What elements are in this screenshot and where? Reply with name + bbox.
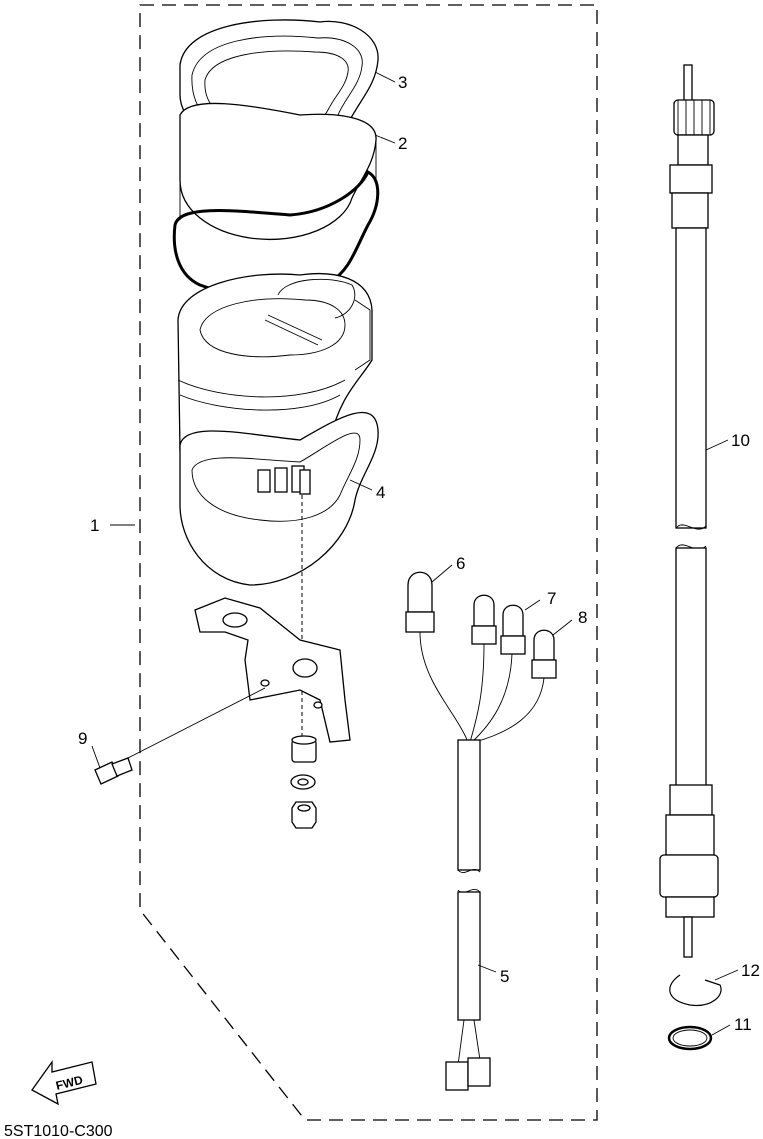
assembly-boundary: [139, 4, 598, 1121]
meter-case: [179, 411, 379, 586]
callout-2: 2: [398, 134, 407, 153]
wire-harness-sheath: [457, 739, 481, 1021]
bulb-7-right: [500, 604, 526, 655]
harness-connector: [445, 1019, 491, 1091]
meter-body: [177, 272, 373, 466]
callout-6: 6: [456, 554, 465, 573]
cable-o-ring-inner: [672, 1029, 708, 1047]
leader-lines: [91, 71, 739, 1036]
callout-5: 5: [500, 967, 509, 986]
callout-12: 12: [741, 961, 760, 980]
meter-lens: [179, 102, 377, 240]
callout-8: 8: [578, 608, 587, 627]
cable-o-ring: [667, 1025, 713, 1051]
callout-9: 9: [78, 729, 87, 748]
fwd-arrow-icon: FWD: [31, 1059, 97, 1106]
callout-7: 7: [547, 589, 556, 608]
bulb-7-left: [471, 594, 497, 645]
bulb-6: [405, 571, 435, 633]
callout-3: 3: [398, 73, 407, 92]
callout-4: 4: [376, 483, 385, 502]
callout-11: 11: [734, 1015, 752, 1034]
callout-10: 10: [731, 431, 750, 450]
wire-leads: [419, 631, 545, 743]
diagram-code: 5ST1010-C300: [4, 1123, 113, 1139]
nut: [291, 801, 317, 829]
cable-clip: [669, 974, 722, 1007]
callout-1: 1: [90, 516, 99, 535]
bolt: [94, 687, 266, 785]
washer: [290, 774, 316, 790]
grommet: [291, 735, 317, 763]
speedometer-cable: [659, 64, 719, 958]
meter-bracket: [194, 597, 351, 743]
fwd-label: FWD: [54, 1073, 84, 1093]
o-ring-gasket: [172, 169, 380, 298]
bulb-8: [531, 629, 557, 679]
